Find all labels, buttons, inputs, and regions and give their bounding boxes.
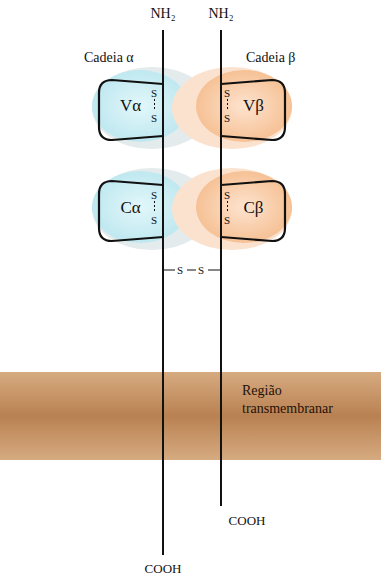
sulfur-label: S <box>151 189 157 201</box>
sulfur-label: S <box>224 112 230 124</box>
sulfur-label: S <box>151 87 157 99</box>
chain-label: Cadeia α <box>84 50 134 65</box>
chain-segment <box>163 142 164 172</box>
chain-label: Cadeia β <box>246 50 296 65</box>
terminus-label: NH₂ <box>208 6 233 21</box>
terminus-label: COOH <box>145 562 182 576</box>
membrane-band: Região transmembranar <box>0 372 381 460</box>
sulfur-label: S <box>224 87 230 99</box>
constant-domain: Cα <box>98 172 163 244</box>
constant-domain: Cβ <box>221 172 286 244</box>
sulfur-label: S <box>198 264 204 276</box>
variable-domain: Vα <box>98 70 163 142</box>
sulfur-label: S <box>177 264 183 276</box>
sulfur-label: S <box>151 214 157 226</box>
variable-domain: Vβ <box>221 70 286 142</box>
terminus-label: NH₂ <box>150 6 175 21</box>
sulfur-label: S <box>151 112 157 124</box>
terminus-label: COOH <box>229 514 266 528</box>
domain-label: Cα <box>120 198 140 218</box>
region-label: Região transmembranar <box>242 382 367 418</box>
sulfur-label: S <box>224 189 230 201</box>
chain-segment <box>221 142 222 172</box>
domain-label: Vα <box>120 96 141 116</box>
sulfur-label: S <box>224 214 230 226</box>
domain-label: Vβ <box>243 96 264 116</box>
domain-label: Cβ <box>244 198 264 218</box>
